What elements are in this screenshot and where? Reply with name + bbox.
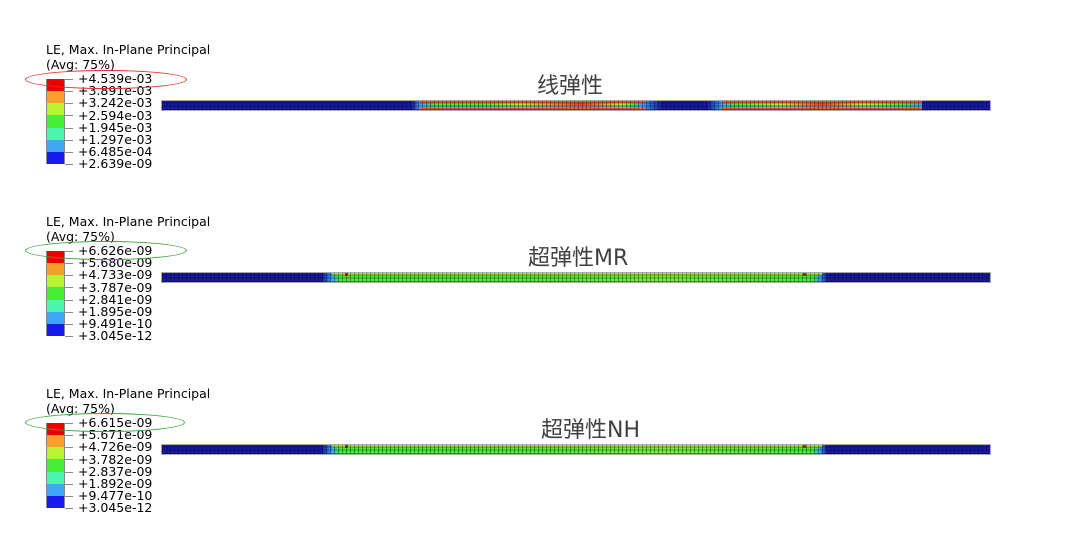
- legend-tick: [65, 484, 73, 485]
- legend-value: +1.297e-03: [78, 132, 153, 147]
- legend-value: +3.242e-03: [78, 95, 153, 110]
- legend-value: +4.726e-09: [78, 439, 153, 454]
- stress-concentration: [345, 273, 348, 276]
- panel-linear-elastic: LE, Max. In-Plane Principal (Avg: 75%) +…: [0, 0, 1080, 172]
- stress-concentration: [803, 445, 806, 448]
- legend-swatch: [46, 471, 65, 484]
- legend-swatch: [46, 287, 65, 300]
- legend-swatch: [46, 299, 65, 312]
- legend-swatch: [46, 483, 65, 496]
- color-legend-bar: [46, 79, 65, 164]
- case-title: 超弹性MR: [528, 246, 629, 271]
- strain-band-mid: [722, 105, 922, 108]
- legend-value: +1.945e-03: [78, 120, 153, 135]
- legend-swatch: [46, 311, 65, 324]
- legend-tick: [65, 91, 73, 92]
- legend-swatch: [46, 447, 65, 460]
- legend-title-line2: (Avg: 75%): [46, 57, 115, 72]
- color-legend-bar: [46, 251, 65, 336]
- legend-tick: [65, 164, 73, 165]
- legend-swatch: [46, 91, 65, 104]
- strain-band-mid: [420, 105, 645, 108]
- highlight-oval: [25, 70, 187, 89]
- legend-value: +2.594e-03: [78, 108, 153, 123]
- legend-swatch: [46, 127, 65, 140]
- legend-swatch: [46, 263, 65, 276]
- legend-tick: [65, 496, 73, 497]
- legend-tick: [65, 447, 73, 448]
- legend-value: +1.892e-09: [78, 476, 153, 491]
- mesh-grid: [162, 445, 990, 454]
- contour-strip: [161, 272, 991, 283]
- legend-tick: [65, 103, 73, 104]
- case-title: 线弹性: [537, 74, 604, 99]
- legend-value: +6.485e-04: [78, 144, 153, 159]
- legend-value: +3.782e-09: [78, 452, 153, 467]
- legend-swatch: [46, 459, 65, 472]
- case-title: 超弹性NH: [541, 418, 641, 443]
- legend-title: LE, Max. In-Plane Principal (Avg: 75%): [46, 386, 210, 416]
- legend-value: +1.895e-09: [78, 304, 153, 319]
- legend-swatch: [46, 435, 65, 448]
- legend-tick: [65, 275, 73, 276]
- legend-title: LE, Max. In-Plane Principal (Avg: 75%): [46, 214, 210, 244]
- legend-title-line1: LE, Max. In-Plane Principal: [46, 214, 211, 229]
- legend-tick: [65, 300, 73, 301]
- panel-hyperelastic-nh: LE, Max. In-Plane Principal (Avg: 75%) +…: [0, 344, 1080, 516]
- contour-strip: [161, 100, 991, 111]
- strain-band-bottom: [420, 108, 645, 110]
- legend-tick: [65, 435, 73, 436]
- strain-band-bottom: [722, 108, 922, 110]
- legend-tick: [65, 472, 73, 473]
- mesh-grid: [162, 273, 990, 282]
- legend-tick: [65, 128, 73, 129]
- legend-tick: [65, 152, 73, 153]
- legend-tick: [65, 508, 73, 509]
- legend-value: +9.491e-10: [78, 316, 153, 331]
- legend-tick: [65, 287, 73, 288]
- legend-tick: [65, 459, 73, 460]
- panel-hyperelastic-mr: LE, Max. In-Plane Principal (Avg: 75%) +…: [0, 172, 1080, 344]
- legend-tick: [65, 336, 73, 337]
- legend-tick: [65, 115, 73, 116]
- highlight-oval: [25, 413, 185, 432]
- stress-concentration: [803, 273, 806, 276]
- stress-concentration: [345, 445, 348, 448]
- legend-title: LE, Max. In-Plane Principal (Avg: 75%): [46, 42, 210, 72]
- legend-value: +3.787e-09: [78, 280, 153, 295]
- color-legend-bar: [46, 423, 65, 508]
- legend-value: +3.045e-12: [78, 328, 153, 343]
- legend-swatch: [46, 115, 65, 128]
- legend-swatch: [46, 103, 65, 116]
- legend-swatch: [46, 323, 65, 336]
- legend-value: +2.837e-09: [78, 464, 153, 479]
- mesh-grid: [162, 101, 990, 110]
- legend-swatch: [46, 275, 65, 288]
- strain-band-top: [722, 101, 922, 103]
- legend-tick: [65, 140, 73, 141]
- legend-tick: [65, 263, 73, 264]
- legend-value: +9.477e-10: [78, 488, 153, 503]
- legend-swatch: [46, 151, 65, 164]
- legend-tick: [65, 312, 73, 313]
- strain-band-top: [420, 101, 645, 103]
- legend-value: +2.639e-09: [78, 156, 153, 171]
- highlight-oval: [25, 241, 187, 260]
- contour-strip: [161, 444, 991, 455]
- strain-band-top: [332, 445, 822, 447]
- legend-value: +3.045e-12: [78, 500, 153, 515]
- strain-band-top: [332, 273, 822, 275]
- legend-value: +4.733e-09: [78, 267, 153, 282]
- legend-swatch: [46, 139, 65, 152]
- legend-value: +2.841e-09: [78, 292, 153, 307]
- legend-title-line1: LE, Max. In-Plane Principal: [46, 386, 211, 401]
- legend-tick: [65, 324, 73, 325]
- legend-swatch: [46, 495, 65, 508]
- legend-title-line1: LE, Max. In-Plane Principal: [46, 42, 211, 57]
